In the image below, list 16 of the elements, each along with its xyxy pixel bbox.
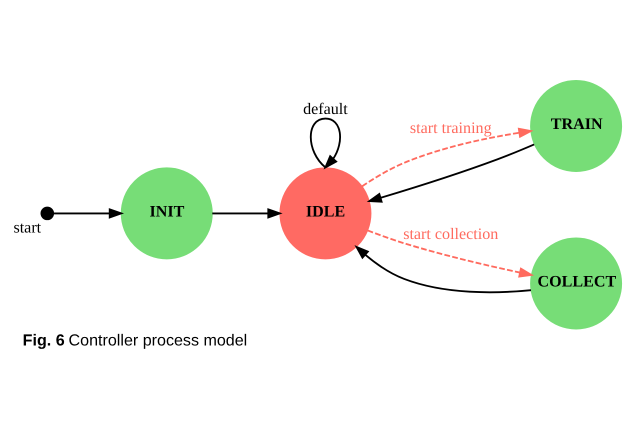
edge-label: start collection [403,226,498,243]
arrow [310,118,341,170]
arrow [366,144,535,203]
caption: Fig. 6 Controller process model [22,331,248,350]
node-circle: INIT [120,167,213,260]
arrow [367,230,534,278]
node-circle: COLLECT [530,238,622,330]
arrow [54,208,124,219]
node-circle: TRAIN [530,80,622,172]
edge-label: default [303,101,348,118]
arrow [212,208,283,219]
node-label: start [13,219,42,236]
edge-label: start training [410,120,492,138]
node-circle [40,206,54,220]
arrow [354,245,532,294]
arrow [362,128,534,188]
